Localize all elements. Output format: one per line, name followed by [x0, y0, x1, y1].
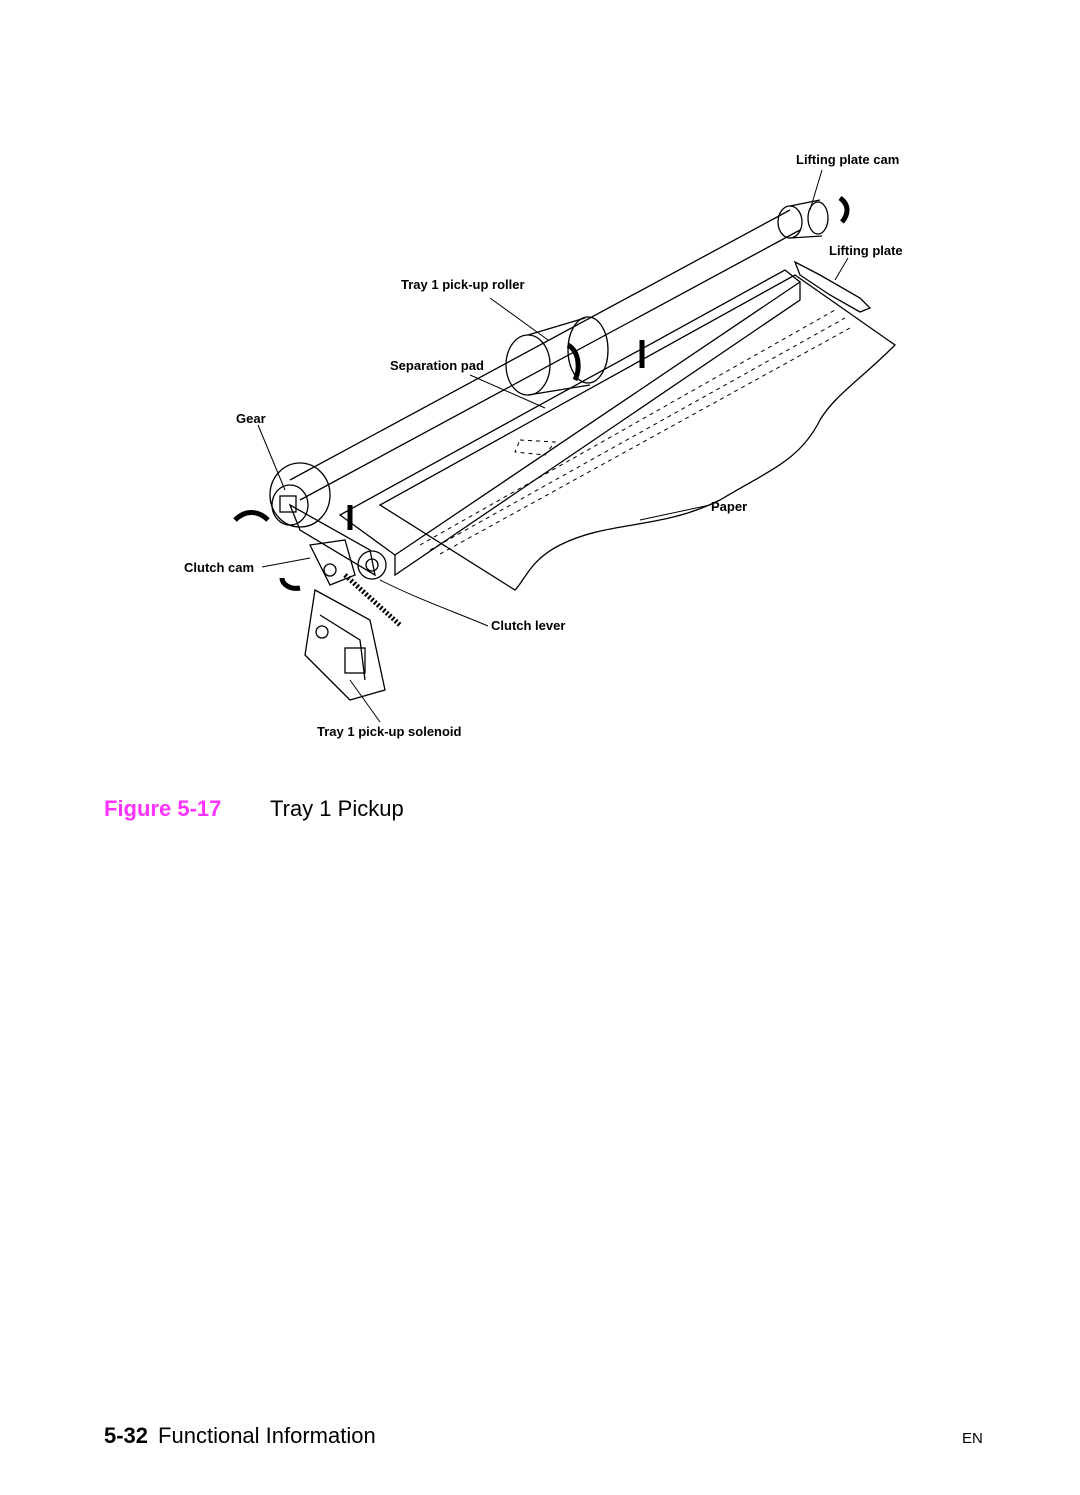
label-lifting-plate: Lifting plate: [829, 243, 903, 258]
figure-number: Figure 5-17: [104, 796, 222, 821]
label-pickup-roller: Tray 1 pick-up roller: [401, 277, 525, 292]
paper-sheet: [378, 274, 897, 591]
paper-dashed-lines: [419, 309, 851, 555]
lifting-plate-bracket: [793, 260, 872, 313]
figure-title: Tray 1 Pickup: [270, 796, 404, 821]
tray-plate-edge: [394, 282, 801, 577]
clutch-cam-arrow: [279, 577, 301, 591]
label-clutch-lever: Clutch lever: [491, 618, 566, 633]
label-separation-pad: Separation pad: [390, 358, 484, 373]
label-clutch-cam: Clutch cam: [184, 560, 255, 575]
pickup-roller-shape: [505, 316, 609, 396]
section-title: Functional Information: [158, 1423, 376, 1448]
roller-arrow: [566, 342, 581, 382]
label-gear: Gear: [236, 411, 266, 426]
label-lifting-plate-cam: Lifting plate cam: [796, 152, 900, 167]
page-number: 5-32: [104, 1423, 149, 1448]
solenoid-shape: [304, 588, 386, 701]
clutch-linkage-shape: [288, 503, 402, 627]
figure-caption: Figure 5-17 Tray 1 Pickup: [104, 796, 404, 822]
label-paper: Paper: [711, 499, 748, 514]
language-code: EN: [962, 1430, 983, 1447]
cam-arrow: [838, 195, 850, 224]
gear-arrow: [233, 510, 270, 522]
lifting-plate-cam-shape: [777, 199, 829, 239]
gear-shape: [269, 462, 331, 528]
leader-lines: [257, 169, 849, 723]
page-footer: 5-32 Functional Information: [104, 1423, 376, 1449]
label-pickup-solenoid: Tray 1 pick-up solenoid: [317, 724, 462, 739]
shaft: [289, 209, 801, 501]
